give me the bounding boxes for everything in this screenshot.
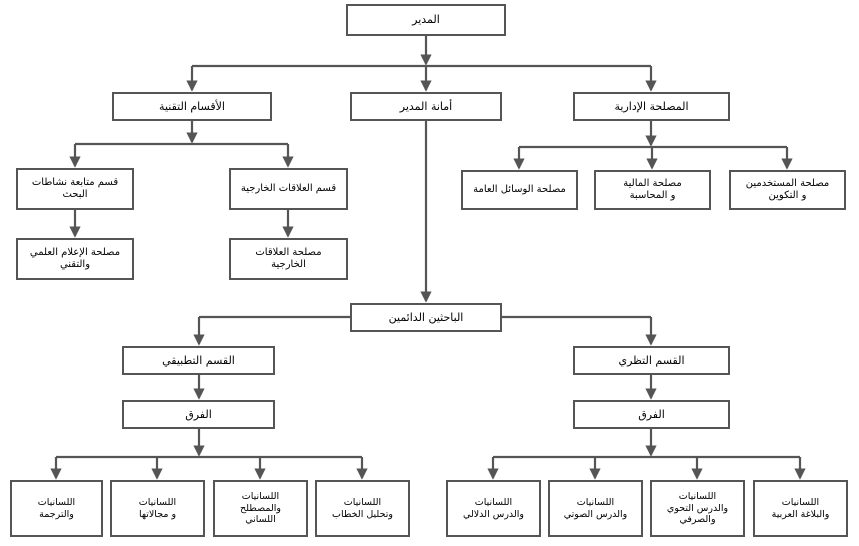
node-finance-accounting-service[interactable]: مصلحة المالية و المحاسبة bbox=[594, 170, 711, 210]
node-general-means-service[interactable]: مصلحة الوسائل العامة bbox=[461, 170, 578, 210]
node-team-l4[interactable]: اللسانيات وتحليل الخطاب bbox=[315, 480, 410, 537]
node-team-l1[interactable]: اللسانيات والترجمة bbox=[10, 480, 103, 537]
node-external-relations-dept-label: قسم العلاقات الخارجية bbox=[240, 182, 337, 194]
node-director[interactable]: المدير bbox=[346, 4, 506, 36]
node-general-means-service-label: مصلحة الوسائل العامة bbox=[473, 183, 566, 195]
node-director-secretariat-label: أمانة المدير bbox=[399, 99, 453, 113]
node-staff-training-service[interactable]: مصلحة المستخدمين و التكوين bbox=[729, 170, 846, 210]
node-director-label: المدير bbox=[412, 13, 440, 27]
node-permanent-researchers[interactable]: الباحثين الدائمين bbox=[350, 303, 502, 332]
node-team-l3-label: اللسانيات والمصطلح اللساني bbox=[240, 490, 281, 526]
node-theoretical-division[interactable]: القسم التظري bbox=[573, 346, 730, 375]
node-applied-division-label: القسم التطبيقي bbox=[162, 353, 235, 367]
node-team-l1-label: اللسانيات والترجمة bbox=[37, 496, 76, 520]
node-external-relations-service-label: مصلحة العلاقات الخارجية bbox=[255, 246, 322, 271]
node-scientific-info-service[interactable]: مصلحة الإعلام العلمي والتقني bbox=[16, 238, 134, 280]
node-research-followup-dept-label: قسم متابعة نشاطات البحث bbox=[31, 176, 119, 201]
node-teams-left-label: الفرق bbox=[185, 407, 212, 421]
node-teams-right[interactable]: الفرق bbox=[573, 400, 730, 429]
node-applied-division[interactable]: القسم التطبيقي bbox=[122, 346, 275, 375]
node-team-r2-label: اللسانيات والدرس الصوتي bbox=[563, 496, 628, 520]
node-permanent-researchers-label: الباحثين الدائمين bbox=[388, 310, 464, 324]
node-scientific-info-service-label: مصلحة الإعلام العلمي والتقني bbox=[29, 246, 121, 271]
node-director-secretariat[interactable]: أمانة المدير bbox=[350, 92, 502, 121]
node-team-r3[interactable]: اللسانيات والدرس التحوي والصرفي bbox=[650, 480, 745, 537]
node-administrative-service-label: المصلحة الإدارية bbox=[614, 99, 689, 113]
node-finance-accounting-service-label: مصلحة المالية و المحاسبة bbox=[623, 177, 682, 202]
node-technical-departments[interactable]: الأقسام التقنية bbox=[112, 92, 272, 121]
node-team-l4-label: اللسانيات وتحليل الخطاب bbox=[332, 496, 393, 520]
node-team-r4-label: اللسانيات والبلاغة العربية bbox=[771, 496, 830, 520]
node-external-relations-dept[interactable]: قسم العلاقات الخارجية bbox=[229, 168, 348, 210]
node-team-r1[interactable]: اللسانيات والدرس الدلالي bbox=[446, 480, 541, 537]
node-team-r2[interactable]: اللسانيات والدرس الصوتي bbox=[548, 480, 643, 537]
node-research-followup-dept[interactable]: قسم متابعة نشاطات البحث bbox=[16, 168, 134, 210]
node-teams-left[interactable]: الفرق bbox=[122, 400, 275, 429]
node-staff-training-service-label: مصلحة المستخدمين و التكوين bbox=[745, 177, 830, 202]
node-team-l2[interactable]: اللسانيات و مجالاتها bbox=[110, 480, 205, 537]
node-team-l3[interactable]: اللسانيات والمصطلح اللساني bbox=[213, 480, 308, 537]
node-team-r4[interactable]: اللسانيات والبلاغة العربية bbox=[753, 480, 848, 537]
node-administrative-service[interactable]: المصلحة الإدارية bbox=[573, 92, 730, 121]
node-team-r3-label: اللسانيات والدرس التحوي والصرفي bbox=[666, 490, 729, 526]
node-team-r1-label: اللسانيات والدرس الدلالي bbox=[462, 496, 525, 520]
node-theoretical-division-label: القسم التظري bbox=[618, 353, 685, 367]
node-teams-right-label: الفرق bbox=[638, 407, 665, 421]
node-external-relations-service[interactable]: مصلحة العلاقات الخارجية bbox=[229, 238, 348, 280]
node-team-l2-label: اللسانيات و مجالاتها bbox=[138, 496, 177, 520]
node-technical-departments-label: الأقسام التقنية bbox=[159, 99, 225, 113]
